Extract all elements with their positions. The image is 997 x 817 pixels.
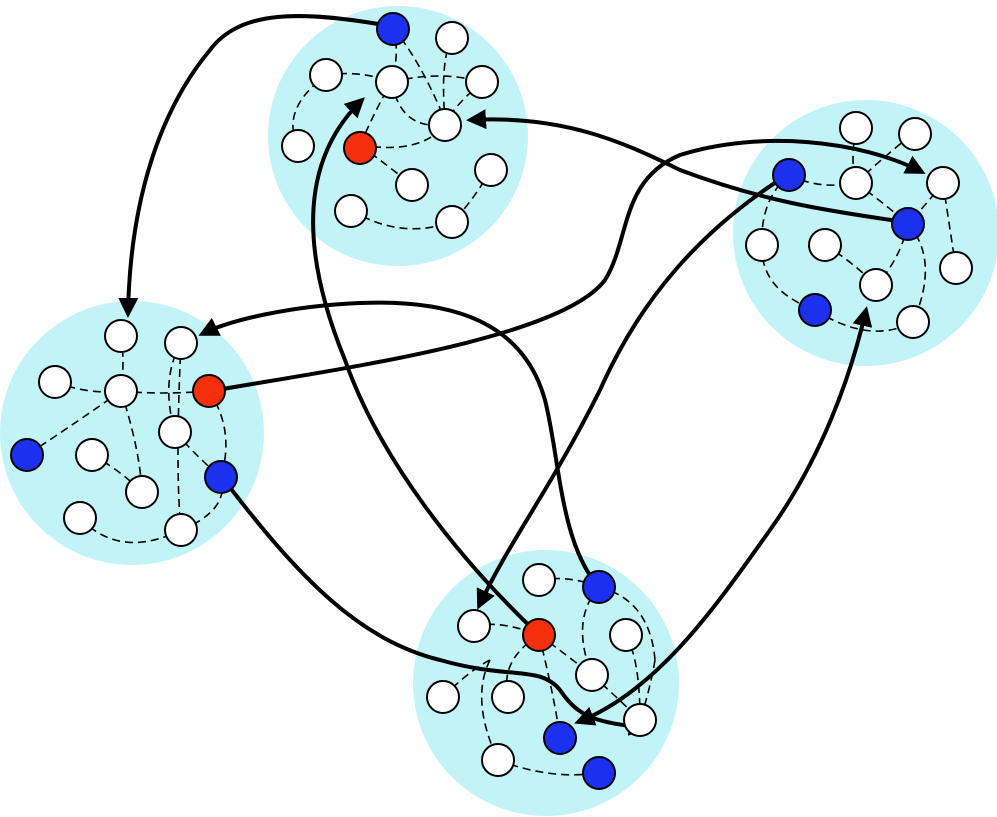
dashed-edge (392, 27, 446, 121)
blue-node (798, 293, 832, 327)
plain-node (839, 166, 873, 200)
blue-node (891, 207, 925, 241)
plain-node (281, 129, 315, 163)
plain-node (808, 228, 842, 262)
inter-cluster-arrows (118, 14, 926, 736)
blue-node (204, 460, 238, 494)
arrow-bottom-red-to-top (311, 97, 539, 635)
blue-node (582, 756, 616, 790)
plain-node (428, 108, 462, 142)
plain-node (457, 609, 491, 643)
dashed-edge (359, 144, 413, 186)
plain-node (104, 319, 138, 353)
plain-node (522, 563, 556, 597)
plain-node (481, 743, 515, 777)
plain-node (896, 305, 930, 339)
cluster-right-nodes (745, 111, 973, 339)
plain-node (309, 58, 343, 92)
blue-node (543, 721, 577, 755)
plain-node (38, 365, 72, 399)
plain-node (474, 153, 508, 187)
blue-node (582, 570, 616, 604)
cluster-left-background (0, 301, 264, 565)
cluster-left-nodes (10, 319, 238, 547)
arrow-left-to-right (210, 138, 926, 393)
plain-node (75, 438, 109, 472)
plain-node (745, 228, 779, 262)
plain-node (158, 415, 192, 449)
plain-node (839, 111, 873, 145)
plain-node (435, 205, 469, 239)
red-node (192, 374, 226, 408)
blue-node (772, 158, 806, 192)
red-node (522, 618, 556, 652)
blue-node (376, 12, 410, 46)
blue-node (10, 438, 44, 472)
dashed-edge (907, 223, 927, 323)
plain-node (491, 680, 525, 714)
plain-node (375, 65, 409, 99)
cluster-bottom-nodes (426, 563, 657, 790)
arrow-top-to-left (118, 14, 391, 318)
plain-node (164, 326, 198, 360)
arrow-bottom-to-right (574, 306, 873, 726)
plain-node (426, 680, 460, 714)
plain-node (63, 501, 97, 535)
plain-node (939, 251, 973, 285)
plain-node (609, 618, 643, 652)
plain-node (395, 168, 429, 202)
plain-node (435, 21, 469, 55)
plain-node (465, 65, 499, 99)
red-node (343, 131, 377, 165)
dashed-edge (480, 659, 499, 761)
plain-node (125, 475, 159, 509)
dashed-edge (26, 390, 122, 456)
plain-node (164, 513, 198, 547)
plain-node (623, 703, 657, 737)
plain-node (898, 117, 932, 151)
plain-node (575, 658, 609, 692)
cluster-top-nodes (281, 12, 508, 239)
arrow-bottom-to-left (198, 300, 599, 587)
plain-node (104, 374, 138, 408)
arrow-right-to-top (466, 109, 906, 224)
plain-node (926, 166, 960, 200)
plain-node (859, 268, 893, 302)
plain-node (334, 194, 368, 228)
